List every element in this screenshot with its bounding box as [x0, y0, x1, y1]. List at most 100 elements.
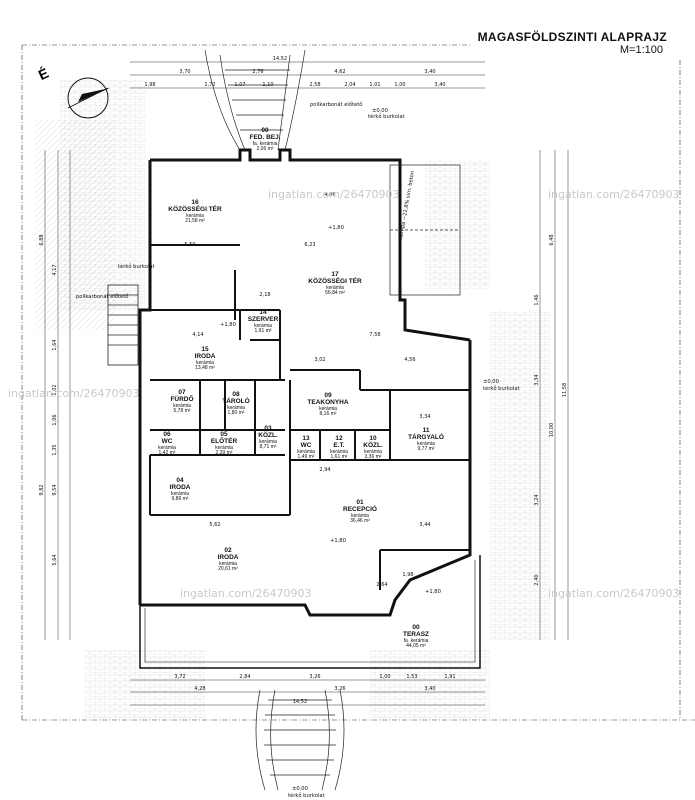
dim-top2-2: 1,72 — [204, 82, 215, 88]
room-name: KÖZÖSSÉGI TÉR — [168, 205, 222, 213]
dim-top2-5: 2,58 — [309, 82, 320, 88]
interior-walls — [149, 244, 470, 590]
dim-top2-8: 1,00 — [394, 82, 405, 88]
room-area: 3,36 m² — [364, 453, 382, 460]
ramp — [389, 164, 461, 296]
room-name: SZERVER — [247, 315, 279, 323]
room-label-eloter: 05 ELŐTÉR kerámia 2,39 m² — [204, 431, 244, 456]
room-label-kozossegi-ter-16: 16 KÖZÖSSÉGI TÉR kerámia 21,58 m² — [160, 199, 230, 224]
watermark-4: ingatlan.com/26470903 — [548, 587, 680, 600]
room-area: 56,84 m² — [325, 289, 345, 296]
dim-bot-1: 3,72 — [174, 674, 185, 680]
dim-inner-5: 4,56 — [404, 357, 415, 363]
room-number: 17 — [331, 271, 339, 278]
dim-inner-14: 4,14 — [192, 332, 203, 338]
annotation-terko-right: térkő burkolat — [483, 385, 520, 392]
room-area: 1,49 m² — [297, 453, 315, 460]
dim-right-2: 3,34 — [534, 374, 540, 385]
dim-bot2-3: 3,40 — [424, 686, 435, 692]
room-number: 12 — [335, 435, 343, 442]
dim-bot-3: 3,26 — [309, 674, 320, 680]
dim-left-4: 1,02 — [52, 384, 58, 395]
room-label-wc-13: 13 WC kerámia 1,49 m² — [292, 435, 320, 460]
annotation-level-terasz: +1,80 — [425, 589, 441, 595]
room-area: 1,80 m² — [227, 409, 245, 416]
room-area: 44,05 m² — [406, 642, 426, 649]
dim-top-1: 3,70 — [179, 69, 190, 75]
room-name: FÜRDŐ — [170, 395, 194, 403]
room-name: RECEPCIÓ — [343, 505, 377, 513]
dim-top-total: 14,52 — [273, 56, 287, 62]
room-label-et: 12 E.T. kerámia 1,61 m² — [324, 435, 354, 460]
dim-bot-4: 1,00 — [379, 674, 390, 680]
room-material: kerámia — [254, 322, 272, 329]
room-name: FED. BEJ. — [249, 133, 281, 141]
dim-top2-6: 2,04 — [344, 82, 355, 88]
room-area: 20,61 m² — [218, 565, 238, 572]
dim-left-7: 9,82 — [39, 484, 45, 495]
dim-top-2: 2,76 — [252, 69, 263, 75]
north-arrow-icon — [67, 77, 110, 119]
room-number: 11 — [422, 427, 430, 434]
room-label-kozossegi-ter-17: 17 KÖZÖSSÉGI TÉR kerámia 56,84 m² — [300, 271, 370, 296]
room-number: 04 — [176, 477, 184, 484]
dim-bot-5: 1,53 — [406, 674, 417, 680]
annotation-terko-left: térkő burkolat — [118, 263, 155, 270]
dim-top-3: 4,62 — [334, 69, 345, 75]
room-number: 00 — [261, 127, 269, 134]
room-name: E.T. — [333, 441, 345, 449]
room-material: kerámia — [219, 560, 237, 567]
dim-top2-1: 1,98 — [144, 82, 155, 88]
room-material: kerámia — [227, 404, 245, 411]
room-name: TERASZ — [403, 630, 429, 638]
room-label-iroda-15: 15 IRODA kerámia 13,48 m² — [175, 346, 235, 371]
room-area: 2,06 m² — [256, 145, 274, 152]
room-material: kerámia — [196, 359, 214, 366]
room-number: 06 — [163, 431, 171, 438]
annotation-level-bottom: ±0,00 — [292, 786, 308, 792]
dim-inner-10: 3,34 — [419, 414, 430, 420]
dim-inner-6: 3,02 — [314, 357, 325, 363]
dim-left-5: 1,06 — [52, 414, 58, 425]
room-material: kerámia — [364, 448, 382, 455]
room-label-tarolo: 08 TÁROLÓ kerámia 1,80 m² — [214, 391, 258, 416]
room-material: kerámia — [319, 405, 337, 412]
room-name: KÖZL. — [363, 441, 383, 449]
room-name: TÁROLÓ — [222, 397, 250, 405]
dim-top2-9: 3,40 — [434, 82, 445, 88]
dim-inner-13: 2,18 — [259, 292, 270, 298]
watermark-2: ingatlan.com/26470903 — [548, 188, 680, 201]
dim-right-7: 2,40 — [534, 574, 540, 585]
room-area: 9,77 m² — [417, 445, 435, 452]
left-stair — [107, 284, 139, 366]
room-number: 14 — [259, 309, 267, 316]
room-area: 1,42 m² — [158, 449, 176, 456]
room-material: kerámia — [417, 440, 435, 447]
room-material: kerámia — [171, 490, 189, 497]
dim-bot-6: 1,91 — [444, 674, 455, 680]
room-material: kerámia — [158, 444, 176, 451]
room-label-targyalo: 11 TÁRGYALÓ kerámia 9,77 m² — [398, 427, 454, 452]
dim-left-9: 5,64 — [52, 554, 58, 565]
dim-inner-9: 2,94 — [319, 467, 330, 473]
room-area: 8,71 m² — [259, 443, 277, 450]
room-material: kerámia — [330, 448, 348, 455]
annotation-level-right: ±0,00 — [483, 379, 499, 385]
annotation-terko-top: térkő burkolat — [368, 113, 405, 120]
room-number: 03 — [264, 425, 272, 432]
dim-inner-11: 2,64 — [376, 582, 387, 588]
annotation-terko-bottom: térkő burkolat — [288, 792, 325, 799]
dim-left-1: 6,88 — [39, 234, 45, 245]
dim-right-6: 3,24 — [534, 494, 540, 505]
room-number: 05 — [220, 431, 228, 438]
dim-left-2: 4,17 — [52, 264, 58, 275]
room-name: TEAKONYHA — [307, 398, 349, 406]
annotation-level-15: +1,80 — [220, 322, 236, 328]
annotation-polikarbonat-top: polikarbonát előtető — [310, 101, 362, 108]
room-material: kerámia — [351, 512, 369, 519]
room-area: 2,39 m² — [215, 449, 233, 456]
watermark-5: ingatlan.com/26470903 — [180, 587, 312, 600]
room-label-furdo: 07 FÜRDŐ kerámia 5,78 m² — [160, 389, 204, 414]
room-number: 07 — [178, 389, 186, 396]
